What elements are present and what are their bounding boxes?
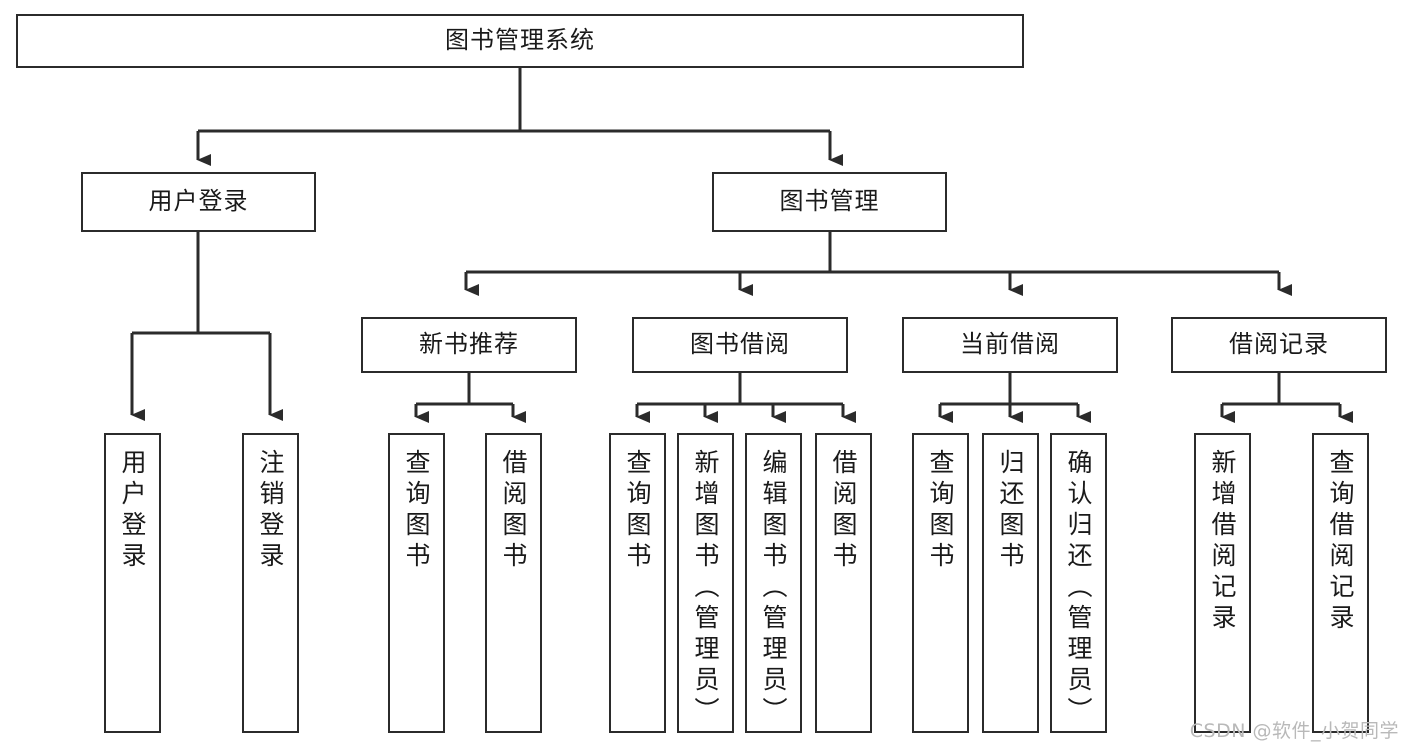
node-leaf-query-book-3[interactable]: 查询图书 [912,433,969,733]
node-borrow-record[interactable]: 借阅记录 [1171,317,1387,373]
node-leaf-user-login-label: 用户登录 [118,449,147,573]
node-leaf-add-book-label: 新增图书（管理员） [691,449,720,728]
node-leaf-borrow-book-1[interactable]: 借阅图书 [485,433,542,733]
node-leaf-borrow-book-2-label: 借阅图书 [829,449,858,573]
node-leaf-add-record[interactable]: 新增借阅记录 [1194,433,1251,733]
node-leaf-query-book-1[interactable]: 查询图书 [388,433,445,733]
node-leaf-query-book-2-label: 查询图书 [623,449,652,573]
node-book-borrow[interactable]: 图书借阅 [632,317,848,373]
node-leaf-borrow-book-2[interactable]: 借阅图书 [815,433,872,733]
node-new-book-rec[interactable]: 新书推荐 [361,317,577,373]
node-leaf-query-book-3-label: 查询图书 [926,449,955,573]
node-current-borrow-label: 当前借阅 [960,330,1060,359]
node-leaf-borrow-book-1-label: 借阅图书 [499,449,528,573]
node-new-book-rec-label: 新书推荐 [419,330,519,359]
node-current-borrow[interactable]: 当前借阅 [902,317,1118,373]
node-leaf-edit-book-label: 编辑图书（管理员） [759,449,788,728]
node-borrow-record-label: 借阅记录 [1229,330,1329,359]
node-leaf-user-logout-label: 注销登录 [256,449,285,573]
node-leaf-return-book[interactable]: 归还图书 [982,433,1039,733]
node-book-manage[interactable]: 图书管理 [712,172,947,232]
node-user-login[interactable]: 用户登录 [81,172,316,232]
node-leaf-edit-book[interactable]: 编辑图书（管理员） [745,433,802,733]
node-leaf-return-book-label: 归还图书 [996,449,1025,573]
node-leaf-user-login[interactable]: 用户登录 [104,433,161,733]
node-leaf-confirm-return[interactable]: 确认归还（管理员） [1050,433,1107,733]
node-root-label: 图书管理系统 [445,26,595,55]
node-leaf-confirm-return-label: 确认归还（管理员） [1064,449,1093,728]
node-book-borrow-label: 图书借阅 [690,330,790,359]
node-root[interactable]: 图书管理系统 [16,14,1024,68]
node-leaf-query-record-label: 查询借阅记录 [1326,449,1355,635]
node-leaf-add-record-label: 新增借阅记录 [1208,449,1237,635]
node-book-manage-label: 图书管理 [779,187,880,216]
node-leaf-add-book[interactable]: 新增图书（管理员） [677,433,734,733]
node-leaf-user-logout[interactable]: 注销登录 [242,433,299,733]
node-user-login-label: 用户登录 [148,187,249,216]
node-leaf-query-book-2[interactable]: 查询图书 [609,433,666,733]
node-leaf-query-record[interactable]: 查询借阅记录 [1312,433,1369,733]
node-leaf-query-book-1-label: 查询图书 [402,449,431,573]
